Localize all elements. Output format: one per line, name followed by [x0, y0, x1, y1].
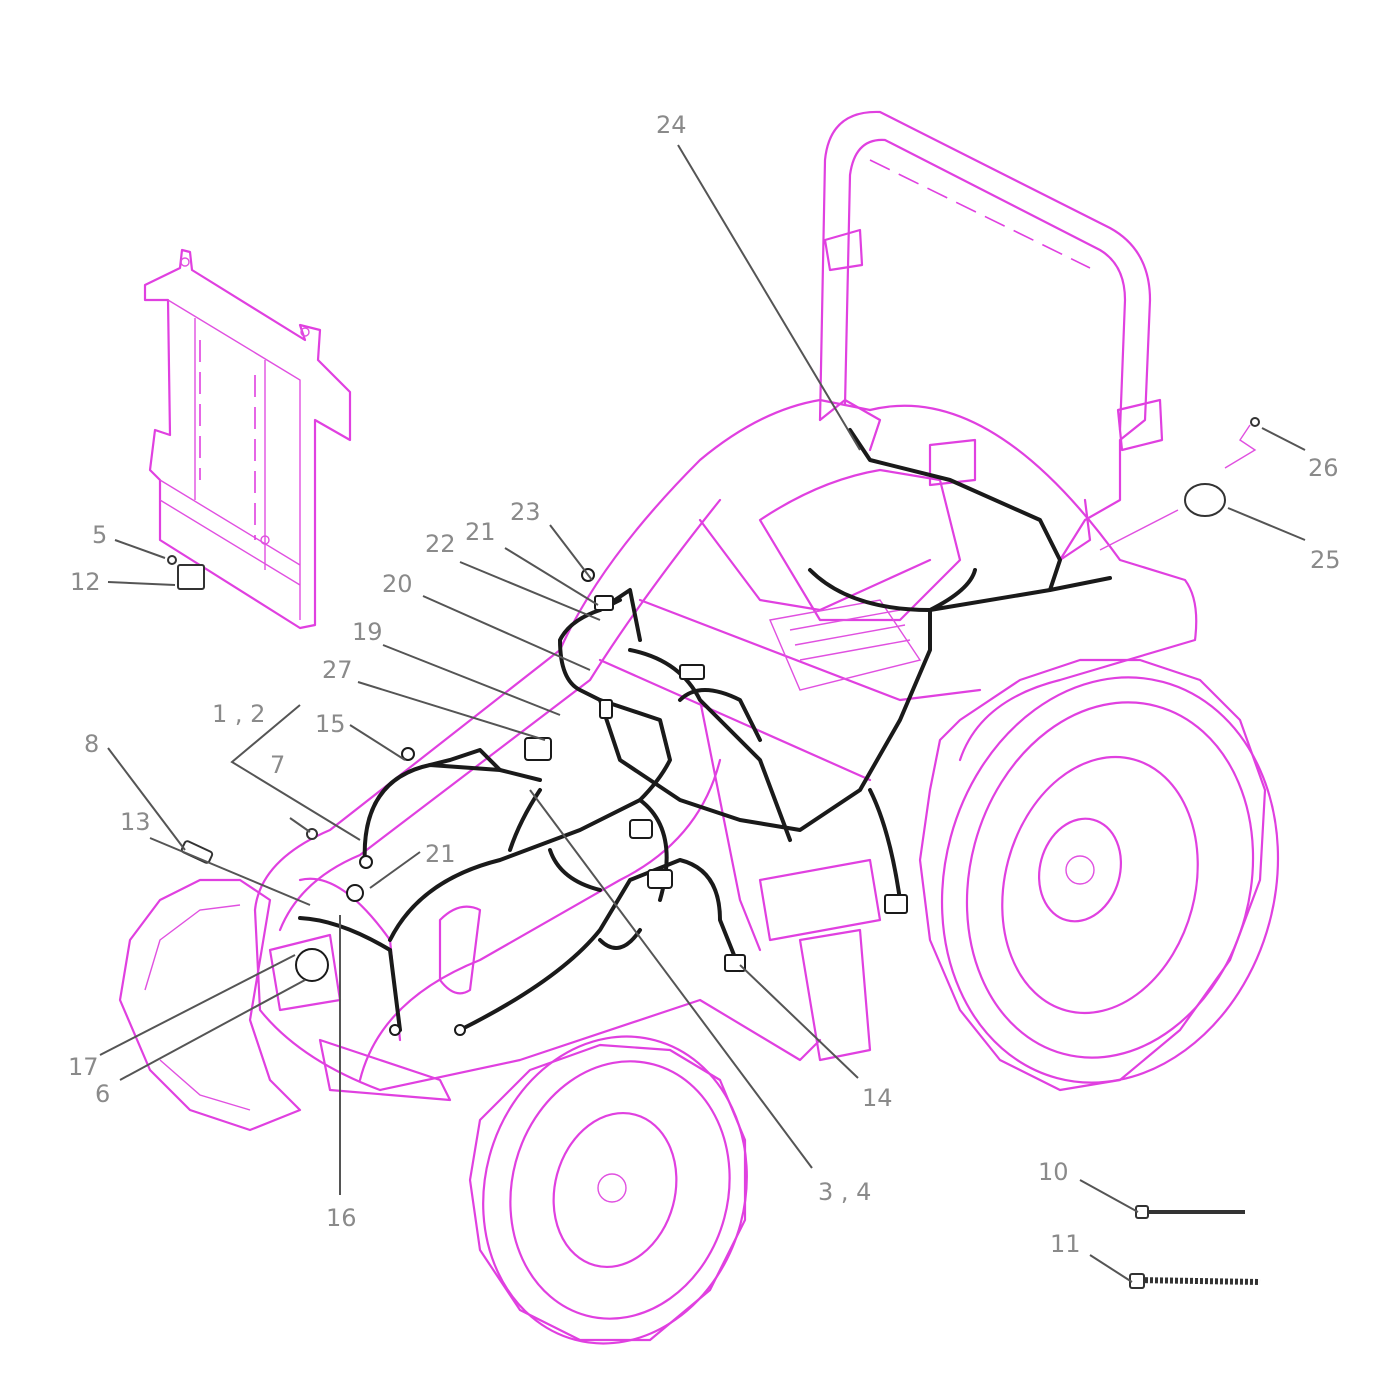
callout-26: 26 [1308, 454, 1339, 482]
front-wheel-center [468, 1035, 748, 1345]
bolt-part-26 [1250, 417, 1260, 427]
callout-23: 23 [510, 498, 541, 526]
rear-wheel-right [918, 658, 1280, 1092]
callout-21-bottom: 21 [425, 840, 456, 868]
wiring-harness [295, 428, 1112, 1036]
callout-6: 6 [95, 1080, 110, 1108]
callout-25: 25 [1310, 546, 1341, 574]
callout-12: 12 [70, 568, 101, 596]
mounting-bracket-panel [143, 248, 352, 630]
callout-13: 13 [120, 808, 151, 836]
callout-20: 20 [382, 570, 413, 598]
cable-tie-part-11 [1134, 1277, 1261, 1285]
callout-27: 27 [322, 656, 353, 684]
callout-21-top: 21 [465, 518, 496, 546]
callout-16: 16 [326, 1204, 357, 1232]
callout-19: 19 [352, 618, 383, 646]
callout-1-2: 1 , 2 [212, 700, 265, 728]
callout-labels: 24 26 25 5 12 23 22 21 20 19 27 1 , 2 15… [68, 111, 1341, 1258]
tractor-body-outline [253, 398, 1198, 1102]
callout-10: 10 [1038, 1158, 1069, 1186]
callout-22: 22 [425, 530, 456, 558]
callout-14: 14 [862, 1084, 893, 1112]
loose-parts [167, 417, 1261, 1289]
callout-5: 5 [92, 521, 107, 549]
callout-8: 8 [84, 730, 99, 758]
rops-frame [818, 110, 1164, 562]
callout-24: 24 [656, 111, 687, 139]
leader-lines [99, 144, 1306, 1283]
callout-3-4: 3 , 4 [818, 1178, 871, 1206]
callout-7: 7 [270, 751, 285, 779]
callout-15: 15 [315, 710, 346, 738]
relay-part-12 [177, 564, 205, 590]
front-wheel-left [118, 878, 302, 1132]
callout-11: 11 [1050, 1230, 1081, 1258]
bolt-part-5 [167, 555, 177, 565]
beacon-part-25 [1184, 483, 1226, 517]
callout-17: 17 [68, 1053, 99, 1081]
